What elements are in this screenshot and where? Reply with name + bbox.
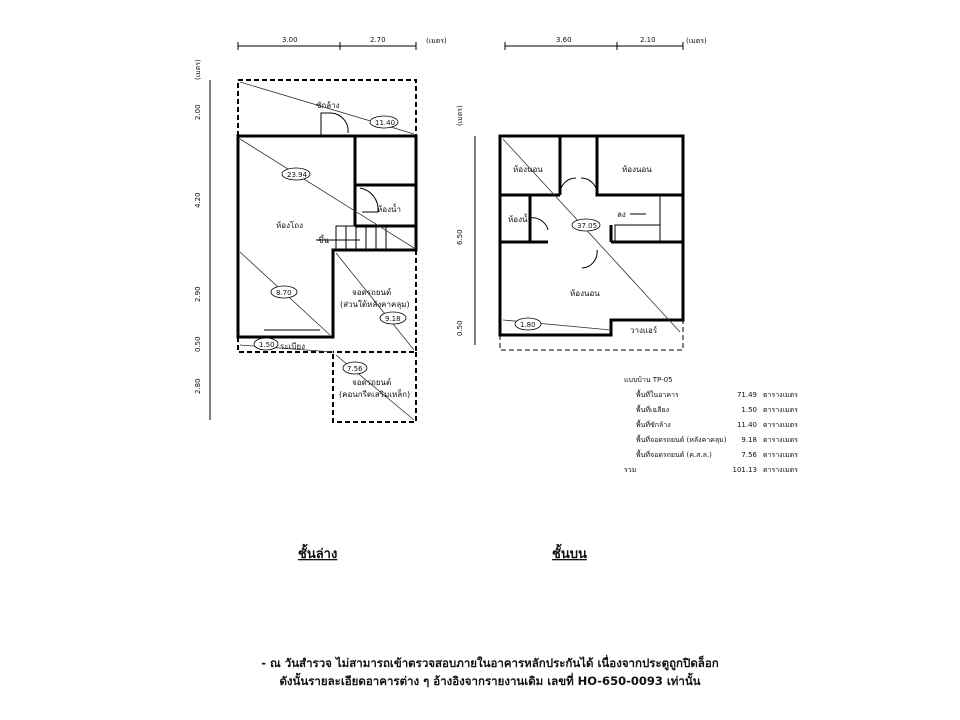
lower-plan-title: ชั้นล่าง: [298, 543, 337, 562]
upper-plan: 3.60 2.10 (เมตร) (เมตร) 6.50 0.50 ห้องนอ…: [456, 36, 707, 562]
room-label-bedroom: ห้องนอน: [622, 165, 652, 174]
room-label-bathroom: ห้องน้ำ: [508, 213, 532, 224]
area-row-label: พื้นที่ในอาคาร: [636, 391, 679, 399]
upper-plan-title: ชั้นบน: [552, 543, 587, 562]
area-row-label: พื้นที่จอดรถยนต์ (หลังคาคลุม): [636, 436, 727, 444]
ac-ledge-label: วางแอร์: [630, 325, 658, 335]
model-label: แบบบ้าน TP-05: [624, 376, 673, 384]
units-label: (เมตร): [194, 59, 202, 80]
area-row-label: พื้นที่ซักล้าง: [636, 421, 671, 429]
area-row-value: 9.18: [741, 436, 758, 444]
area-row-unit: ตารางเมตร: [763, 436, 798, 444]
area-row-value: 7.56: [741, 451, 758, 459]
area-value: 8.70: [276, 289, 292, 297]
dim-label: 3.60: [556, 36, 572, 44]
dim-label: 2.70: [370, 36, 386, 44]
stairs-up-label: ขึ้น: [318, 234, 329, 245]
area-row-value: 71.49: [736, 391, 758, 399]
dim-label: 0.50: [194, 336, 202, 352]
dim-label: 2.10: [640, 36, 656, 44]
area-row-unit: ตารางเมตร: [763, 421, 798, 429]
room-label-carport-roofed: จอดรถยนต์: [352, 287, 391, 297]
room-label-carport-concrete: จอดรถยนต์: [352, 377, 391, 387]
area-row-unit: ตารางเมตร: [763, 466, 798, 474]
room-label-porch: ระเบียง: [280, 342, 305, 351]
dim-label: 0.50: [456, 320, 464, 336]
area-row-unit: ตารางเมตร: [763, 451, 798, 459]
area-value: 9.18: [385, 315, 401, 323]
area-value: 37.05: [577, 222, 597, 230]
dim-label: 2.00: [194, 104, 202, 120]
dim-label: 2.80: [194, 378, 202, 394]
area-value: 11.40: [375, 119, 395, 127]
room-note-carport-roofed: (ส่วนใต้หลังคาคลุม): [340, 300, 410, 309]
dim-label: 2.90: [194, 286, 202, 302]
area-value: 7.56: [347, 365, 363, 373]
room-label-laundry: ซักล้าง: [316, 101, 340, 110]
area-value: 23.94: [287, 171, 308, 179]
units-label: (เมตร): [686, 37, 707, 45]
room-label-hall: ห้องโถง: [276, 220, 303, 230]
area-value: 1.80: [520, 321, 536, 329]
room-note-carport-concrete: (คอนกรีตเสริมเหล็ก): [339, 389, 410, 399]
units-label: (เมตร): [456, 105, 464, 126]
survey-note-line-1: - ณ วันสำรวจ ไม่สามารถเข้าตรวจสอบภายในอา…: [261, 656, 719, 670]
area-row-unit: ตารางเมตร: [763, 391, 798, 399]
stairs-down-label: ลง: [617, 210, 626, 219]
room-label-bathroom: ห้องน้ำ: [377, 203, 401, 214]
area-row-value: 11.40: [736, 421, 758, 429]
lower-plan: 3.00 2.70 (เมตร) (เมตร) 2.00 4.20 2.90 0…: [194, 36, 447, 562]
dim-label: 4.20: [194, 192, 202, 208]
area-value: 1.50: [259, 341, 275, 349]
area-row-label: พื้นที่จอดรถยนต์ (ค.ส.ล.): [636, 451, 712, 459]
units-label: (เมตร): [426, 37, 447, 45]
room-label-bedroom: ห้องนอน: [570, 289, 600, 298]
room-label-bedroom: ห้องนอน: [513, 165, 543, 174]
area-total-value: 101.13: [732, 466, 758, 474]
survey-note-line-2: ดังนั้นรายละเอียดอาคารต่าง ๆ อ้างอิงจากร…: [279, 674, 701, 688]
area-table: แบบบ้าน TP-05 พื้นที่ในอาคาร 71.49 ตาราง…: [624, 376, 798, 474]
dim-label: 3.00: [282, 36, 298, 44]
area-row-value: 1.50: [741, 406, 758, 414]
dim-label: 6.50: [456, 229, 464, 245]
area-total-label: รวม: [624, 466, 637, 474]
area-row-unit: ตารางเมตร: [763, 406, 798, 414]
area-row-label: พื้นที่เฉลียง: [636, 406, 669, 414]
